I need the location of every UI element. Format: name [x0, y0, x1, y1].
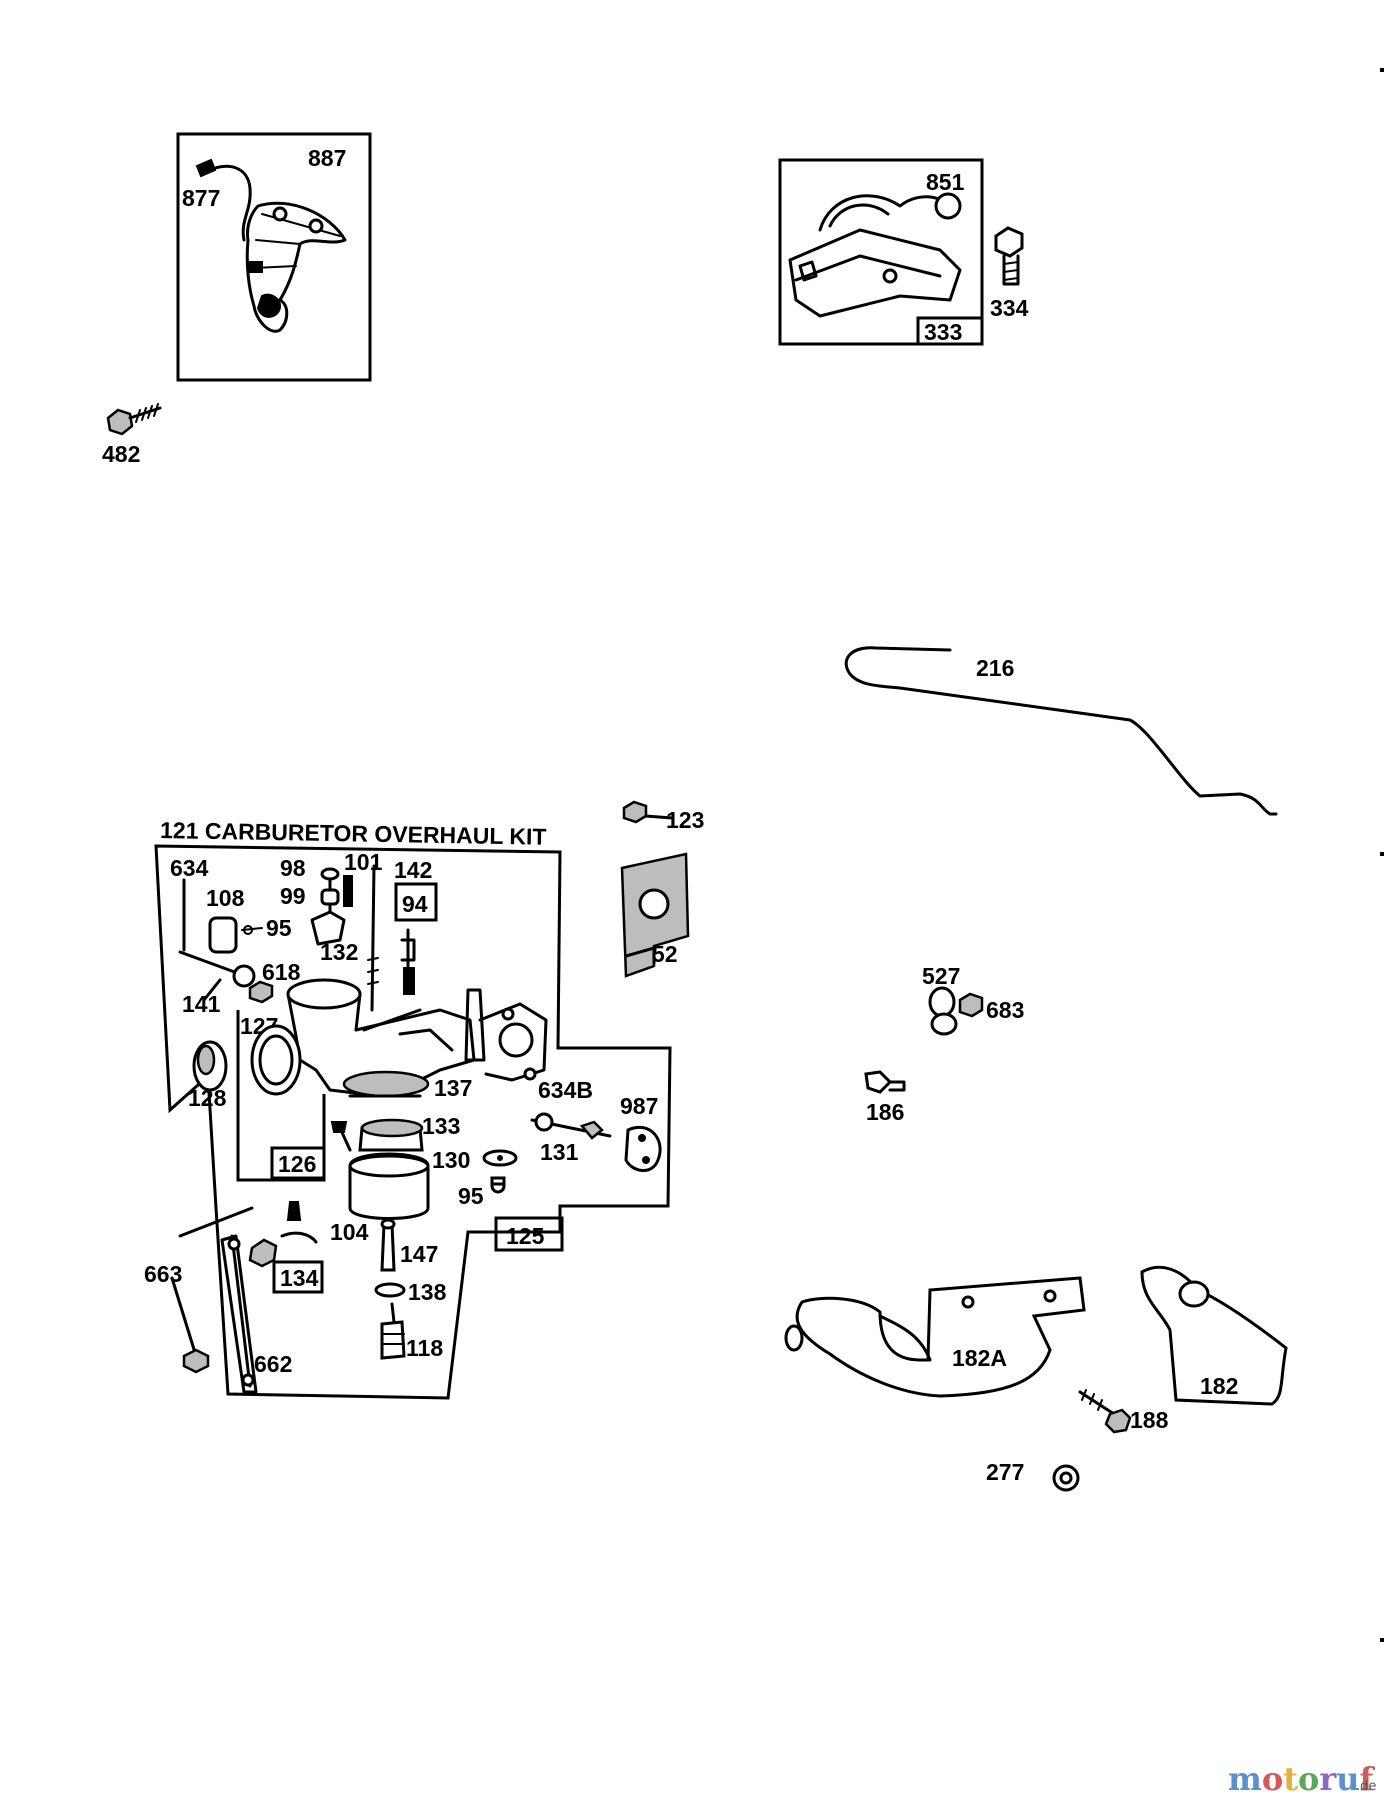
link-216 [844, 646, 1278, 816]
label-125: 125 [506, 1223, 545, 1249]
label-133: 133 [422, 1113, 460, 1139]
edge-marks [1380, 68, 1384, 1642]
screw-123 [622, 800, 674, 824]
label-877: 877 [182, 185, 220, 211]
screw-188 [1078, 1389, 1132, 1434]
clip-186 [864, 1070, 906, 1094]
label-118: 118 [406, 1335, 443, 1361]
armature-assembly-box [778, 158, 984, 346]
label-99: 99 [280, 883, 306, 909]
label-138: 138 [408, 1279, 447, 1305]
boxed-labels [270, 882, 564, 1294]
armature-part [195, 158, 347, 333]
label-663: 663 [144, 1261, 182, 1287]
label-683: 683 [986, 997, 1024, 1023]
label-618: 618 [262, 959, 301, 985]
label-104: 104 [330, 1219, 369, 1245]
label-141: 141 [182, 991, 221, 1017]
label-182a: 182A [952, 1345, 1007, 1371]
label-188: 188 [1130, 1407, 1169, 1433]
label-662: 662 [254, 1351, 292, 1377]
label-95-lower: 95 [458, 1183, 484, 1209]
label-634b: 634B [538, 1077, 593, 1103]
label-147: 147 [400, 1241, 438, 1267]
label-108: 108 [206, 885, 245, 911]
label-987: 987 [620, 1093, 658, 1119]
label-52: 52 [652, 941, 678, 967]
label-634: 634 [170, 855, 209, 881]
label-131: 131 [540, 1139, 579, 1165]
label-130: 130 [432, 1147, 470, 1173]
carburetor-parts [170, 864, 662, 1394]
svg-text:motoruf: motoruf [1228, 1760, 1375, 1798]
label-216: 216 [976, 655, 1014, 681]
coil-part [788, 192, 962, 318]
label-95-upper: 95 [266, 915, 292, 941]
bolt-334 [994, 226, 1024, 286]
armature-box [176, 132, 372, 382]
kit-title: 121 CARBURETOR OVERHAUL KIT [160, 817, 547, 850]
label-333: 333 [924, 319, 962, 345]
label-851: 851 [926, 169, 965, 195]
label-887: 887 [308, 145, 346, 171]
label-94: 94 [402, 891, 428, 917]
label-277: 277 [986, 1459, 1024, 1485]
label-186: 186 [866, 1099, 904, 1125]
label-527: 527 [922, 963, 960, 989]
label-142: 142 [394, 857, 432, 883]
label-126: 126 [278, 1151, 316, 1177]
screw-482 [106, 403, 162, 436]
label-182: 182 [1200, 1373, 1238, 1399]
label-98: 98 [280, 855, 306, 881]
label-101: 101 [344, 849, 383, 875]
svg-text:.de: .de [1356, 1779, 1376, 1794]
spring-527 [928, 986, 984, 1036]
label-134: 134 [280, 1265, 319, 1291]
kit-outline [154, 844, 672, 1400]
label-334: 334 [990, 295, 1029, 321]
gasket-52 [620, 852, 690, 978]
shield-182 [1140, 1265, 1288, 1406]
label-137: 137 [434, 1075, 472, 1101]
watermark: motoruf .de [1228, 1760, 1376, 1798]
label-482: 482 [102, 441, 140, 467]
shield-182a [784, 1276, 1086, 1398]
label-123: 123 [666, 807, 704, 833]
washer-277 [1052, 1464, 1080, 1492]
